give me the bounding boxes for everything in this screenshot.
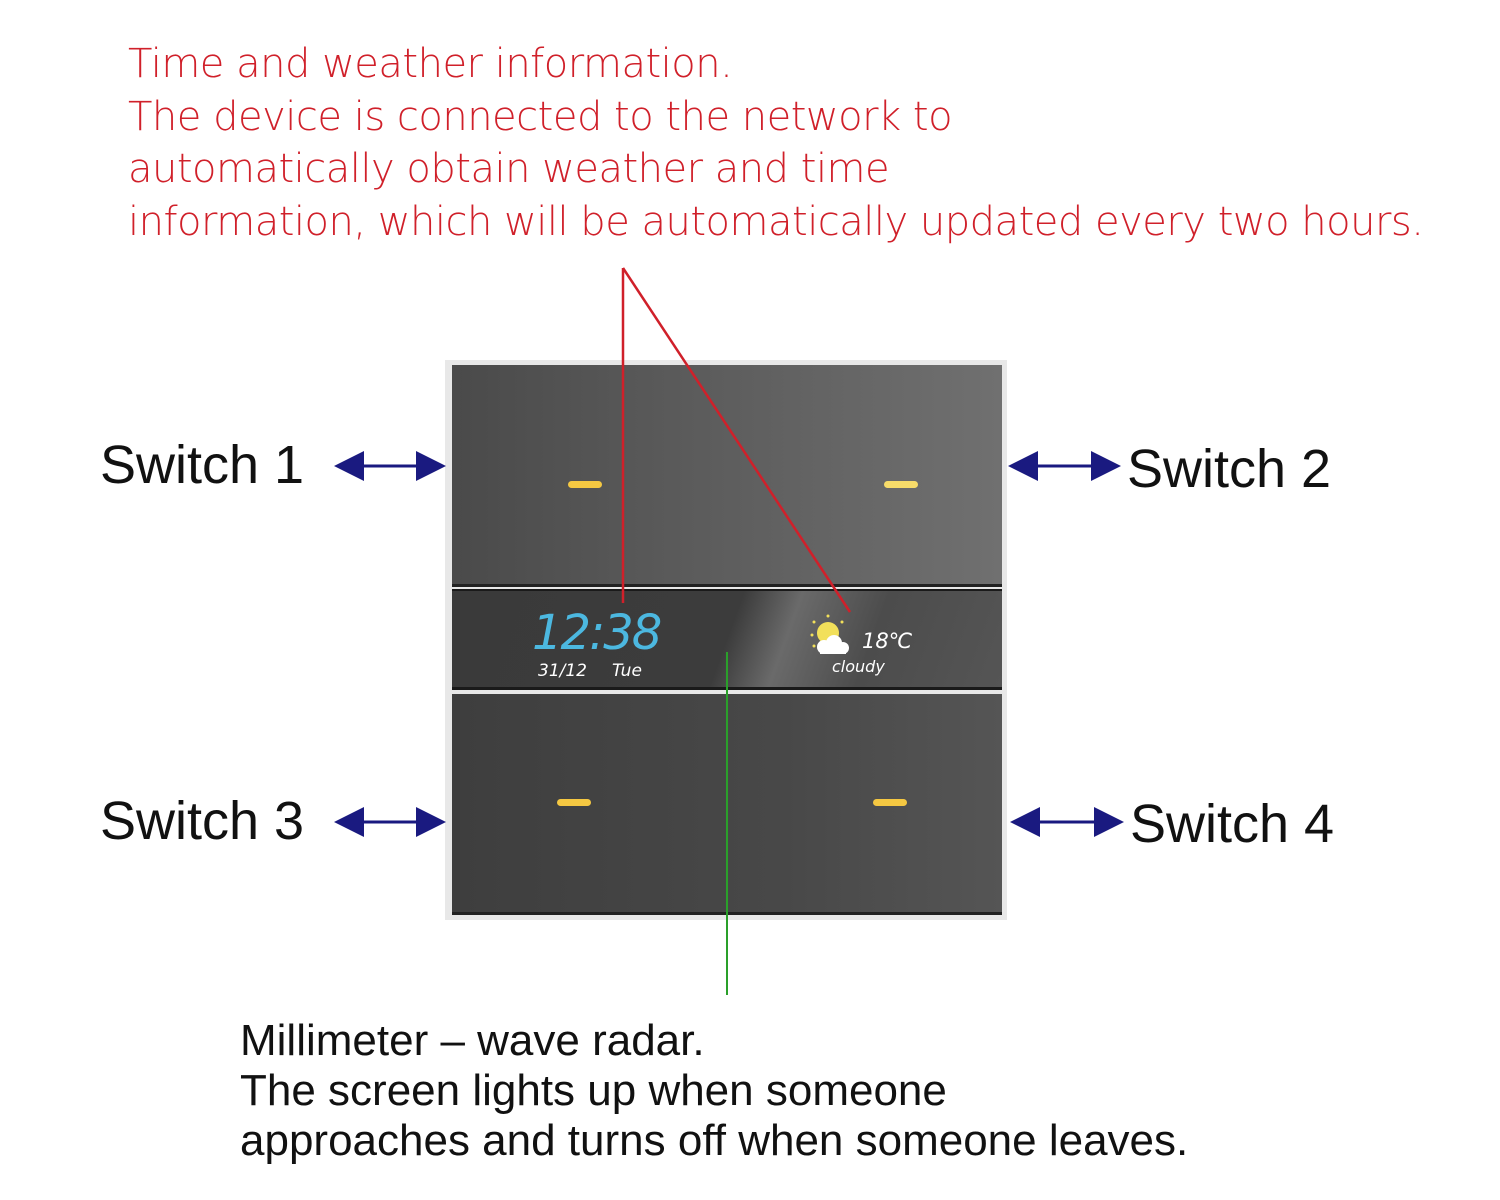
clock-date: 31/12: [538, 661, 587, 681]
time-weather-annotation: Time and weather information. The device…: [128, 38, 1424, 248]
switch-1-indicator: [568, 481, 602, 488]
switch-2-label: Switch 2: [1127, 439, 1332, 499]
partly-cloudy-icon: [810, 614, 849, 654]
annotation-line: information, which will be automatically…: [128, 198, 1424, 245]
annotation-line: automatically obtain weather and time: [128, 146, 890, 192]
switch-3-label: Switch 3: [100, 791, 305, 851]
annotation-line: approaches and turns off when someone le…: [240, 1116, 1189, 1165]
annotation-line: Time and weather information.: [128, 41, 733, 87]
temperature: 18℃: [862, 629, 913, 653]
switch-3-indicator: [557, 799, 591, 806]
switch-4-label: Switch 4: [1130, 794, 1335, 854]
clock-time: 12:38: [532, 605, 662, 661]
annotation-line: The device is connected to the network t…: [128, 93, 953, 140]
switch-1-label: Switch 1: [100, 435, 305, 495]
annotation-line: The screen lights up when someone: [240, 1066, 947, 1115]
weather-pointer-line: [621, 267, 852, 613]
clock-weekday: Tue: [612, 661, 642, 681]
top-button-panel[interactable]: [452, 365, 1002, 587]
radar-annotation: Millimeter – wave radar. The screen ligh…: [240, 1016, 1188, 1166]
annotation-line: Millimeter – wave radar.: [240, 1016, 705, 1065]
switch-2-indicator: [884, 481, 918, 488]
weather-condition: cloudy: [832, 657, 885, 676]
switch-4-indicator: [873, 799, 907, 806]
